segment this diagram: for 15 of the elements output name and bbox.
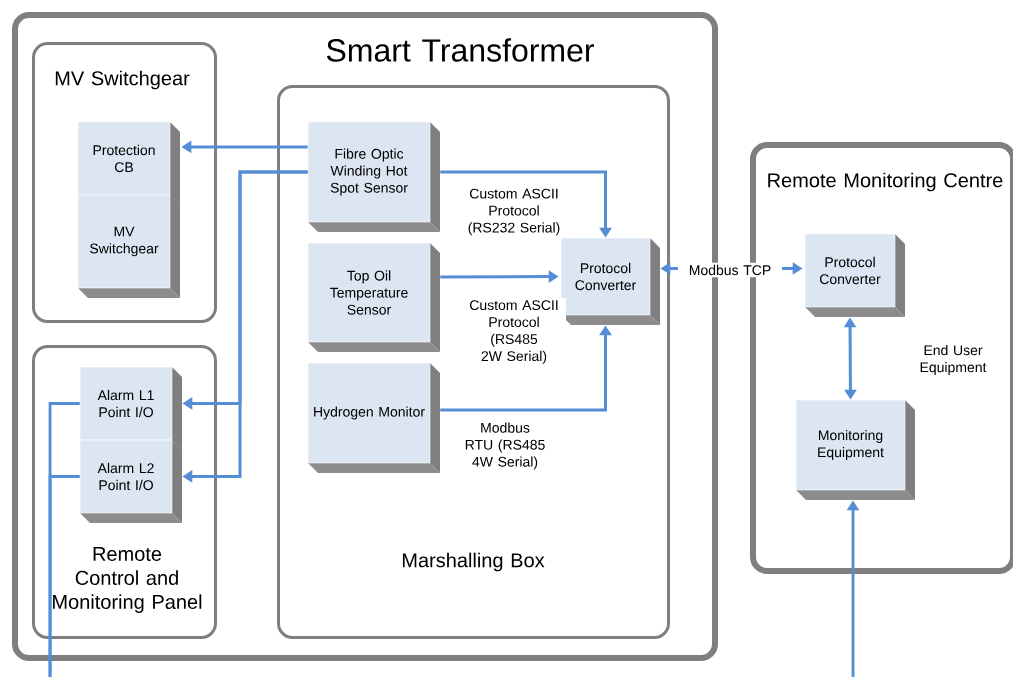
edge-label: Custom ASCII Protocol (RS232 Serial): [462, 186, 566, 238]
device-block: Top Oil Temperature Sensor: [307, 242, 440, 352]
edge-label: Modbus RTU (RS485 4W Serial): [453, 420, 557, 472]
device-block: Alarm L1 Point I/O: [79, 366, 182, 450]
device-block: Protocol Converter: [560, 237, 660, 325]
device-block: Protocol Converter: [804, 233, 905, 317]
device-block: Protection CB: [77, 121, 180, 205]
note-text: End User Equipment: [920, 344, 987, 375]
device-block: Alarm L2 Point I/O: [79, 439, 182, 523]
device-block: MV Switchgear: [77, 194, 180, 298]
edge-label: Modbus TCP: [678, 262, 782, 278]
edge-label: Custom ASCII Protocol (RS485 2W Serial): [462, 298, 566, 366]
device-block: Hydrogen Monitor: [307, 362, 440, 473]
device-block: Fibre Optic Winding Hot Spot Sensor: [307, 121, 440, 232]
device-block: Monitoring Equipment: [795, 399, 915, 500]
